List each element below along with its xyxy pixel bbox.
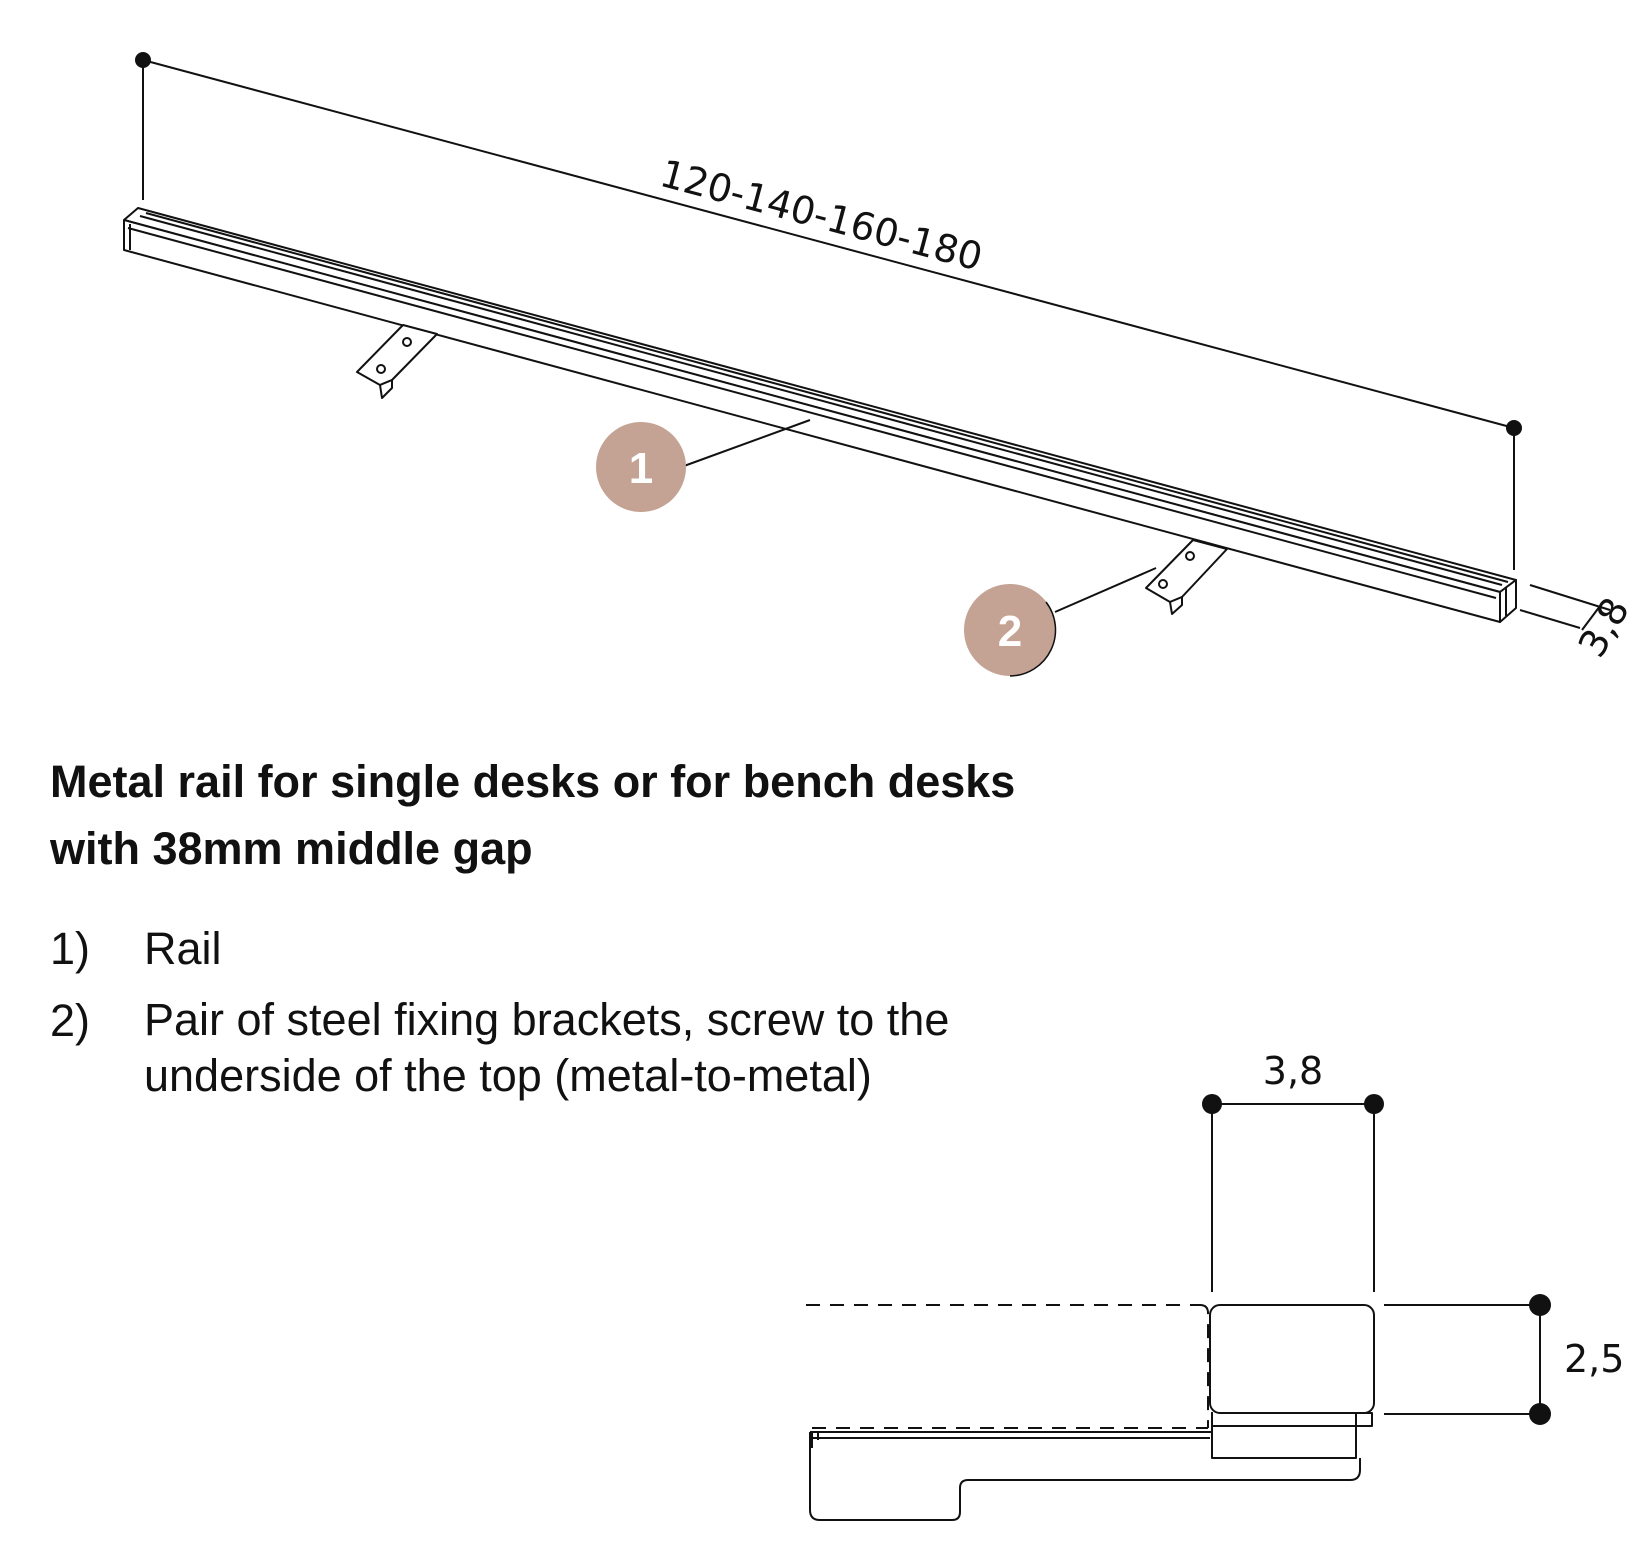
- length-dim-end-dot: [1506, 420, 1522, 436]
- section-width-dimension: [1211, 1103, 1375, 1292]
- section-height-dot-bottom: [1529, 1403, 1551, 1425]
- part-number: 1): [50, 923, 91, 974]
- rail: [123, 207, 1517, 623]
- callout-1-badge: [596, 422, 686, 512]
- callout-1-number: 1: [629, 444, 653, 493]
- callout-2-number: 2: [998, 607, 1022, 656]
- callout-2-leader: [1054, 567, 1157, 613]
- bracket-left: [356, 324, 438, 399]
- part-description: Rail: [144, 923, 222, 974]
- length-dim-start-dot: [135, 52, 151, 68]
- callout-2-shadow-edge: [1009, 601, 1057, 677]
- bracket-right: [1145, 539, 1228, 615]
- list-item: 2) Pair of steel fixing brackets, screw …: [50, 992, 1130, 1104]
- parts-list: 1) Rail 2) Pair of steel fixing brackets…: [50, 920, 1130, 1118]
- length-dimension: [142, 59, 1515, 570]
- depth-dimension: [1519, 584, 1611, 631]
- list-item: 1) Rail: [50, 920, 1130, 978]
- section-width-label: 3,8: [1263, 1049, 1323, 1093]
- rail-profile: [1209, 1304, 1375, 1427]
- section-width-dot-right: [1364, 1094, 1384, 1114]
- desktop-outline: [806, 1304, 1209, 1429]
- section-width-dot-left: [1202, 1094, 1222, 1114]
- callout-1-leader: [683, 419, 811, 467]
- section-height-dimension: [1384, 1304, 1541, 1415]
- section-height-label: 2,5: [1564, 1337, 1624, 1381]
- callout-2-badge: [964, 584, 1056, 676]
- part-description: Pair of steel fixing brackets, screw to …: [144, 994, 950, 1101]
- length-label: 120-140-160-180: [656, 151, 987, 279]
- bracket-profile: [809, 1412, 1361, 1521]
- product-heading: Metal rail for single desks or for bench…: [50, 756, 1016, 874]
- section-height-dot-top: [1529, 1294, 1551, 1316]
- part-number: 2): [50, 995, 91, 1046]
